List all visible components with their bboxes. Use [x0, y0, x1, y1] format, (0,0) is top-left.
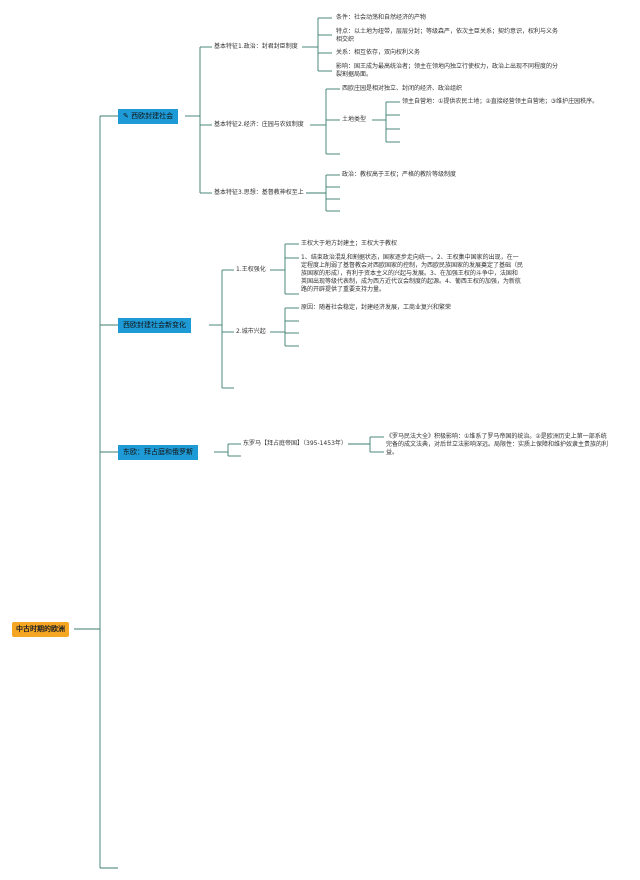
land-type[interactable]: 土地类型	[342, 116, 367, 123]
branch-new-changes[interactable]: 西欧封建社会新变化	[118, 318, 191, 333]
politics-relation[interactable]: 关系：相互依存，双向权利义务	[336, 49, 421, 56]
kingship-summary[interactable]: 王权大于地方封建主；王权大于教权	[301, 240, 398, 247]
politics-impact[interactable]: 影响：国王成为最高统治者；领主在领地内独立行使权力，政治上出现不同程度的分裂割据…	[336, 63, 559, 78]
politics-traits[interactable]: 特点：以土地为纽带，层层分封；等级森严，依次主臣关系；契约意识，权利与义务相交织	[336, 28, 559, 43]
roman-civil-law[interactable]: 《罗马民法大全》积极影响：①维系了罗马帝国的统治。②是欧洲历史上第一部系统完备的…	[386, 433, 609, 456]
branch-western-feudal-society[interactable]: ✎ 西欧封建社会	[118, 109, 179, 124]
feature-politics[interactable]: 基本特征1.政治：封君封臣制度	[214, 43, 298, 50]
rise-of-cities[interactable]: 2.城市兴起	[236, 328, 266, 335]
thought-politics[interactable]: 政治：教权高于王权；严格的教阶等级制度	[342, 171, 457, 178]
kingship-strengthened[interactable]: 1.王权强化	[236, 266, 266, 273]
politics-condition[interactable]: 条件：社会动荡和自然经济的产物	[336, 14, 427, 21]
cities-reason[interactable]: 原因：随着社会稳定，封建经济发展，工商业复兴和繁荣	[301, 304, 452, 311]
feature-thought[interactable]: 基本特征3.思想：基督教神权至上	[214, 189, 304, 196]
branch-label: 西欧封建社会	[131, 112, 174, 120]
kingship-effects[interactable]: 1、结束政治混乱和割据状态，国家逐步走向统一。2、王权集中国家的出现，在一定程度…	[301, 254, 524, 293]
feature-economy[interactable]: 基本特征2.经济：庄园与农奴制度	[214, 121, 304, 128]
byzantine-empire[interactable]: 东罗马【拜占庭帝国】（395-1453年）	[243, 440, 347, 447]
pencil-icon: ✎	[123, 112, 132, 120]
branch-eastern-europe[interactable]: 东欧：拜占庭和俄罗斯	[118, 445, 198, 460]
root-node[interactable]: 中古时期的欧洲	[12, 622, 69, 637]
manor-description[interactable]: 西欧庄园是相对独立、封闭的经济、政治组织	[342, 85, 463, 92]
lord-demesne[interactable]: 领主自营地：①提供农民土地；②直接经营领主自营地；③维护庄园秩序。	[402, 98, 599, 105]
